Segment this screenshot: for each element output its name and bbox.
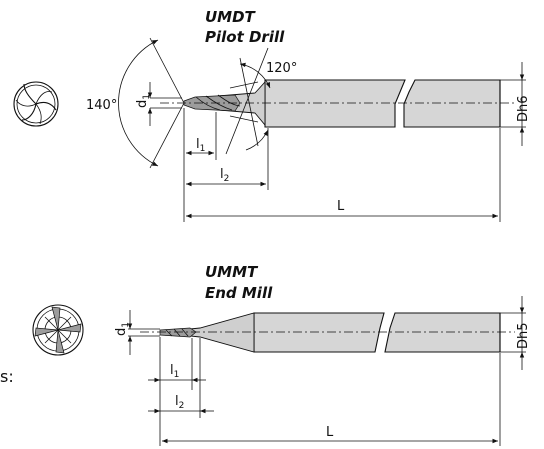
endmill-end-view-icon [32, 304, 84, 356]
drill-angle-top-label: 120° [266, 61, 297, 76]
endmill-l2-label: l2 [175, 394, 184, 411]
drill-d1-label: d1 [135, 94, 152, 108]
drill-l1-label: l1 [196, 137, 205, 154]
drill-title-line2: Pilot Drill [205, 28, 285, 46]
endmill-d1-label: d1 [114, 322, 131, 336]
endmill-title-line1: UMMT [205, 263, 259, 281]
drill-L-label: L [337, 199, 345, 214]
cropped-edge-text: s: [0, 367, 14, 386]
drill-title-line1: UMDT [205, 8, 257, 26]
endmill-title-line2: End Mill [205, 284, 273, 302]
endmill-L-label: L [326, 425, 334, 440]
drill-end-view-icon [13, 81, 59, 127]
drill-l2-label: l2 [220, 167, 229, 184]
endmill-l1-label: l1 [170, 363, 179, 380]
drill-dh6-label: Dh6 [516, 95, 531, 122]
drill-angle-point-label: 140° [86, 98, 117, 113]
endmill-dh5-label: Dh5 [516, 322, 531, 349]
pilot-drill-drawing: UMDT Pilot Drill [13, 8, 531, 222]
end-mill-drawing: UMMT End Mill d1 [32, 263, 531, 446]
